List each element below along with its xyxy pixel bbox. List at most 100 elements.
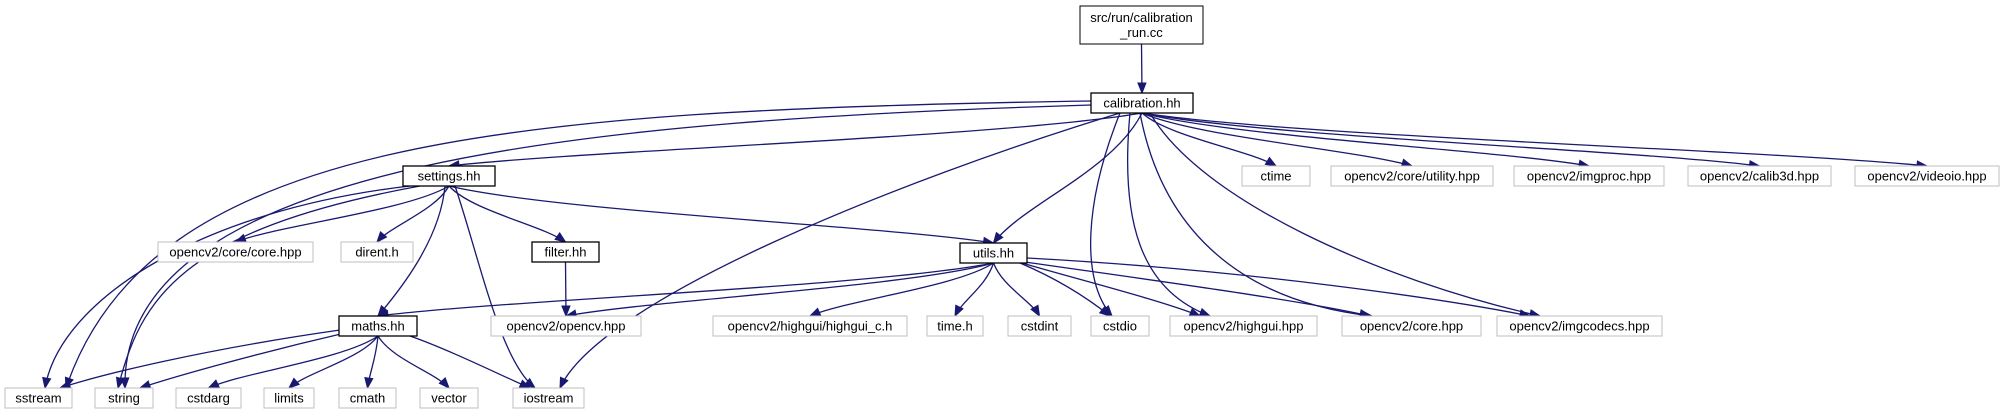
node-label: cmath — [350, 391, 385, 406]
edge-utils_hh-to-cstdio — [1019, 262, 1112, 317]
node-cv_core_core: opencv2/core/core.hpp — [157, 241, 314, 263]
edges-layer — [42, 43, 1929, 390]
node-box — [1079, 5, 1204, 45]
arrow-head — [42, 376, 52, 390]
node-label: limits — [274, 391, 304, 406]
node-box — [531, 241, 600, 263]
arrow-head — [1137, 82, 1147, 95]
node-box — [1007, 315, 1072, 337]
node-label: opencv2/videoio.hpp — [1867, 169, 1986, 184]
node-maths_hh[interactable]: maths.hh — [338, 315, 418, 337]
edge-settings_hh-to-utils_hh — [448, 185, 995, 247]
edge-settings_hh-to-filter_hh — [448, 185, 567, 243]
edge-line — [59, 329, 341, 389]
edge-line — [377, 185, 446, 317]
node-cv_opencv: opencv2/opencv.hpp — [490, 315, 642, 337]
node-box — [1090, 315, 1150, 337]
node-label: dirent.h — [355, 245, 398, 260]
node-calibration_run[interactable]: src/run/calibration_run.cc — [1079, 5, 1204, 45]
arrow-head — [808, 307, 822, 317]
arrow-head — [559, 376, 569, 390]
edge-line — [376, 185, 450, 243]
node-box — [1090, 92, 1194, 114]
node-box — [263, 387, 315, 409]
edge-line — [559, 112, 1121, 389]
node-box — [175, 387, 242, 409]
edge-line — [992, 112, 1143, 244]
edge-line — [1026, 257, 1531, 317]
node-box — [512, 387, 585, 409]
node-cstdio: cstdio — [1090, 315, 1150, 337]
node-label: cstdarg — [187, 391, 230, 406]
edge-utils_hh-to-maths_hh — [376, 262, 994, 320]
arrow-head — [561, 305, 571, 318]
edge-settings_hh-to-iostream — [454, 185, 537, 389]
node-label: calibration.hh — [1103, 96, 1180, 111]
edge-line — [117, 185, 421, 389]
edge-line — [448, 185, 994, 244]
arrow-head — [115, 376, 126, 390]
node-label: sstream — [15, 391, 61, 406]
edge-line — [448, 185, 566, 243]
node-string: string — [94, 387, 154, 409]
arrow-head — [287, 377, 301, 389]
edge-calibration_hh-to-settings_hh — [447, 112, 1143, 170]
node-calibration_hh[interactable]: calibration.hh — [1090, 92, 1194, 114]
node-box — [338, 387, 397, 409]
node-box — [1854, 165, 2000, 187]
edge-line — [565, 262, 994, 317]
node-ctime: ctime — [1241, 165, 1311, 187]
edge-line — [1141, 112, 1590, 167]
node-cv_imgcodecs: opencv2/imgcodecs.hpp — [1496, 315, 1663, 337]
node-box — [340, 241, 414, 263]
node-box — [1169, 315, 1318, 337]
edge-line — [235, 185, 450, 243]
node-time_h: time.h — [926, 315, 984, 337]
node-label: _run.cc — [1119, 25, 1163, 40]
edge-line — [454, 185, 536, 389]
edge-line — [377, 262, 994, 317]
edge-line — [1141, 112, 1277, 167]
node-label: ctime — [1260, 169, 1291, 184]
node-box — [1513, 165, 1665, 187]
node-cv_core_utility: opencv2/core/utility.hpp — [1330, 165, 1494, 187]
edge-maths_hh-to-sstream — [58, 329, 341, 390]
node-filter_hh[interactable]: filter.hh — [531, 241, 600, 263]
node-label: opencv2/core/core.hpp — [169, 245, 301, 260]
node-box — [157, 241, 314, 263]
node-label: vector — [431, 391, 467, 406]
node-vector: vector — [419, 387, 479, 409]
node-label: opencv2/core/utility.hpp — [1344, 169, 1480, 184]
edge-maths_hh-to-vector — [377, 335, 450, 389]
arrow-head — [438, 377, 450, 389]
edge-line — [448, 112, 1143, 167]
node-utils_hh[interactable]: utils.hh — [959, 242, 1028, 264]
node-label: cstdint — [1021, 319, 1059, 334]
edge-utils_hh-to-cv_opencv — [564, 262, 994, 319]
arrow-head — [376, 230, 388, 244]
edge-calibration_hh-to-cv_core_utility — [1141, 112, 1414, 168]
arrow-head — [1030, 304, 1041, 318]
node-dirent_h: dirent.h — [340, 241, 414, 263]
node-box — [1496, 315, 1663, 337]
node-cmath: cmath — [338, 387, 397, 409]
edge-line — [409, 335, 531, 389]
edge-line — [377, 335, 450, 389]
edge-utils_hh-to-cstdint — [992, 262, 1041, 318]
edge-line — [1141, 112, 1760, 167]
edge-calibration_run-to-calibration_hh — [1137, 43, 1147, 95]
node-label: string — [108, 391, 140, 406]
node-label: iostream — [524, 391, 574, 406]
edge-settings_hh-to-string — [115, 185, 421, 390]
edge-settings_hh-to-dirent_h — [376, 185, 450, 244]
node-settings_hh[interactable]: settings.hh — [402, 165, 496, 187]
edge-maths_hh-to-iostream — [409, 335, 532, 389]
arrow-head — [1198, 307, 1212, 317]
arrow-head — [138, 380, 152, 390]
node-label: cstdio — [1103, 319, 1137, 334]
node-label: filter.hh — [545, 245, 587, 260]
edge-line — [65, 100, 1092, 389]
edge-calibration_hh-to-cv_calib3d — [1141, 112, 1761, 170]
node-box — [959, 242, 1028, 264]
